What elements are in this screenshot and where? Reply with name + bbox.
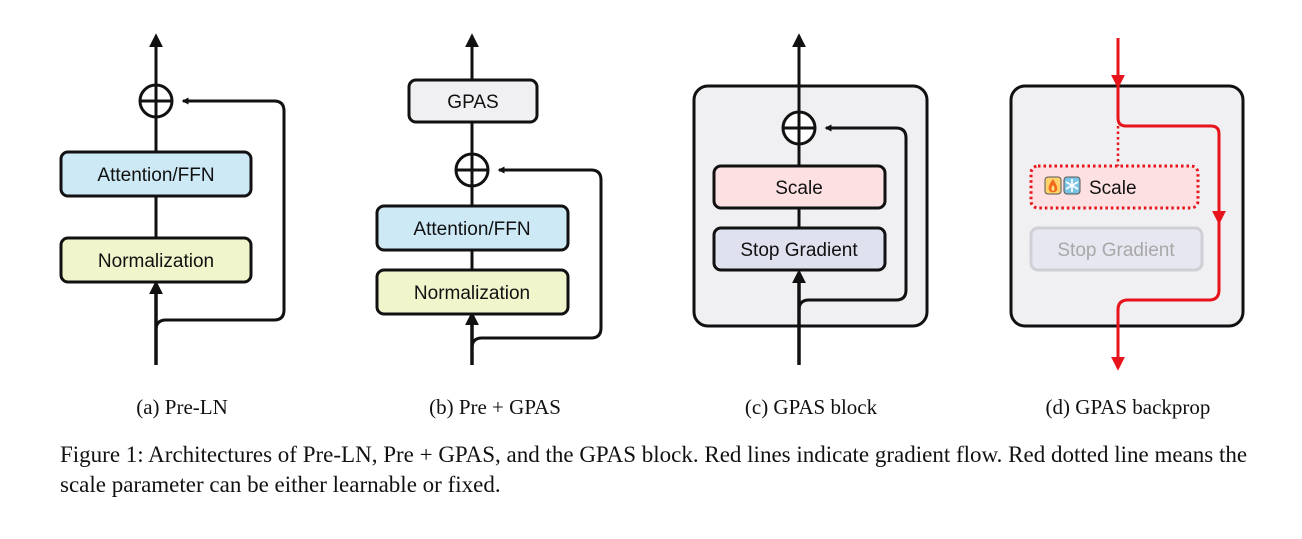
add-icon bbox=[454, 152, 490, 188]
add-icon bbox=[138, 83, 174, 119]
snowflake-icon bbox=[1063, 176, 1081, 195]
gradient-flow-path bbox=[1116, 86, 1226, 225]
stop-gradient-label: Stop Gradient bbox=[740, 240, 858, 261]
panel-caption: (c) GPAS block bbox=[745, 395, 878, 419]
scale-box bbox=[712, 164, 887, 210]
panel-caption: (b) Pre + GPAS bbox=[429, 395, 561, 419]
residual-connection bbox=[154, 97, 286, 331]
panel-caption: (d) GPAS backprop bbox=[1046, 395, 1211, 419]
gpas-box bbox=[407, 78, 539, 124]
scale-label: Scale bbox=[775, 178, 823, 199]
attention-ffn-box bbox=[375, 204, 570, 252]
normalization-label: Normalization bbox=[414, 283, 530, 304]
figure-caption: Figure 1: Architectures of Pre-LN, Pre +… bbox=[60, 442, 1248, 497]
add-icon bbox=[781, 110, 817, 146]
stop-gradient-box bbox=[1029, 226, 1204, 272]
normalization-box bbox=[59, 236, 253, 284]
residual-connection bbox=[797, 124, 908, 311]
fire-icon bbox=[1044, 176, 1062, 195]
panel-d: Scale Stop Gradient (d) GPAS backprop bbox=[1009, 38, 1245, 419]
panel-c: Scale Stop Gradient (c) GPAS block bbox=[692, 33, 929, 419]
normalization-label: Normalization bbox=[98, 251, 214, 272]
attention-ffn-label: Attention/FFN bbox=[413, 219, 530, 240]
normalization-box bbox=[375, 268, 570, 316]
panel-a: Attention/FFN Normalization (a) Pre-LN bbox=[59, 33, 286, 419]
gpas-label: GPAS bbox=[447, 92, 498, 113]
attention-ffn-box bbox=[59, 150, 253, 198]
stop-gradient-label: Stop Gradient bbox=[1057, 240, 1175, 261]
panel-b: GPAS Attention/FFN Normalization (b) Pre… bbox=[375, 33, 603, 419]
stop-gradient-box bbox=[712, 226, 887, 272]
scale-label: Scale bbox=[1089, 178, 1137, 199]
attention-ffn-label: Attention/FFN bbox=[97, 165, 214, 186]
panel-caption: (a) Pre-LN bbox=[136, 395, 228, 419]
gradient-out-arrow bbox=[1111, 214, 1221, 371]
architecture-diagram: Attention/FFN Normalization (a) Pre-LN G… bbox=[59, 33, 1245, 419]
residual-connection bbox=[470, 166, 603, 349]
